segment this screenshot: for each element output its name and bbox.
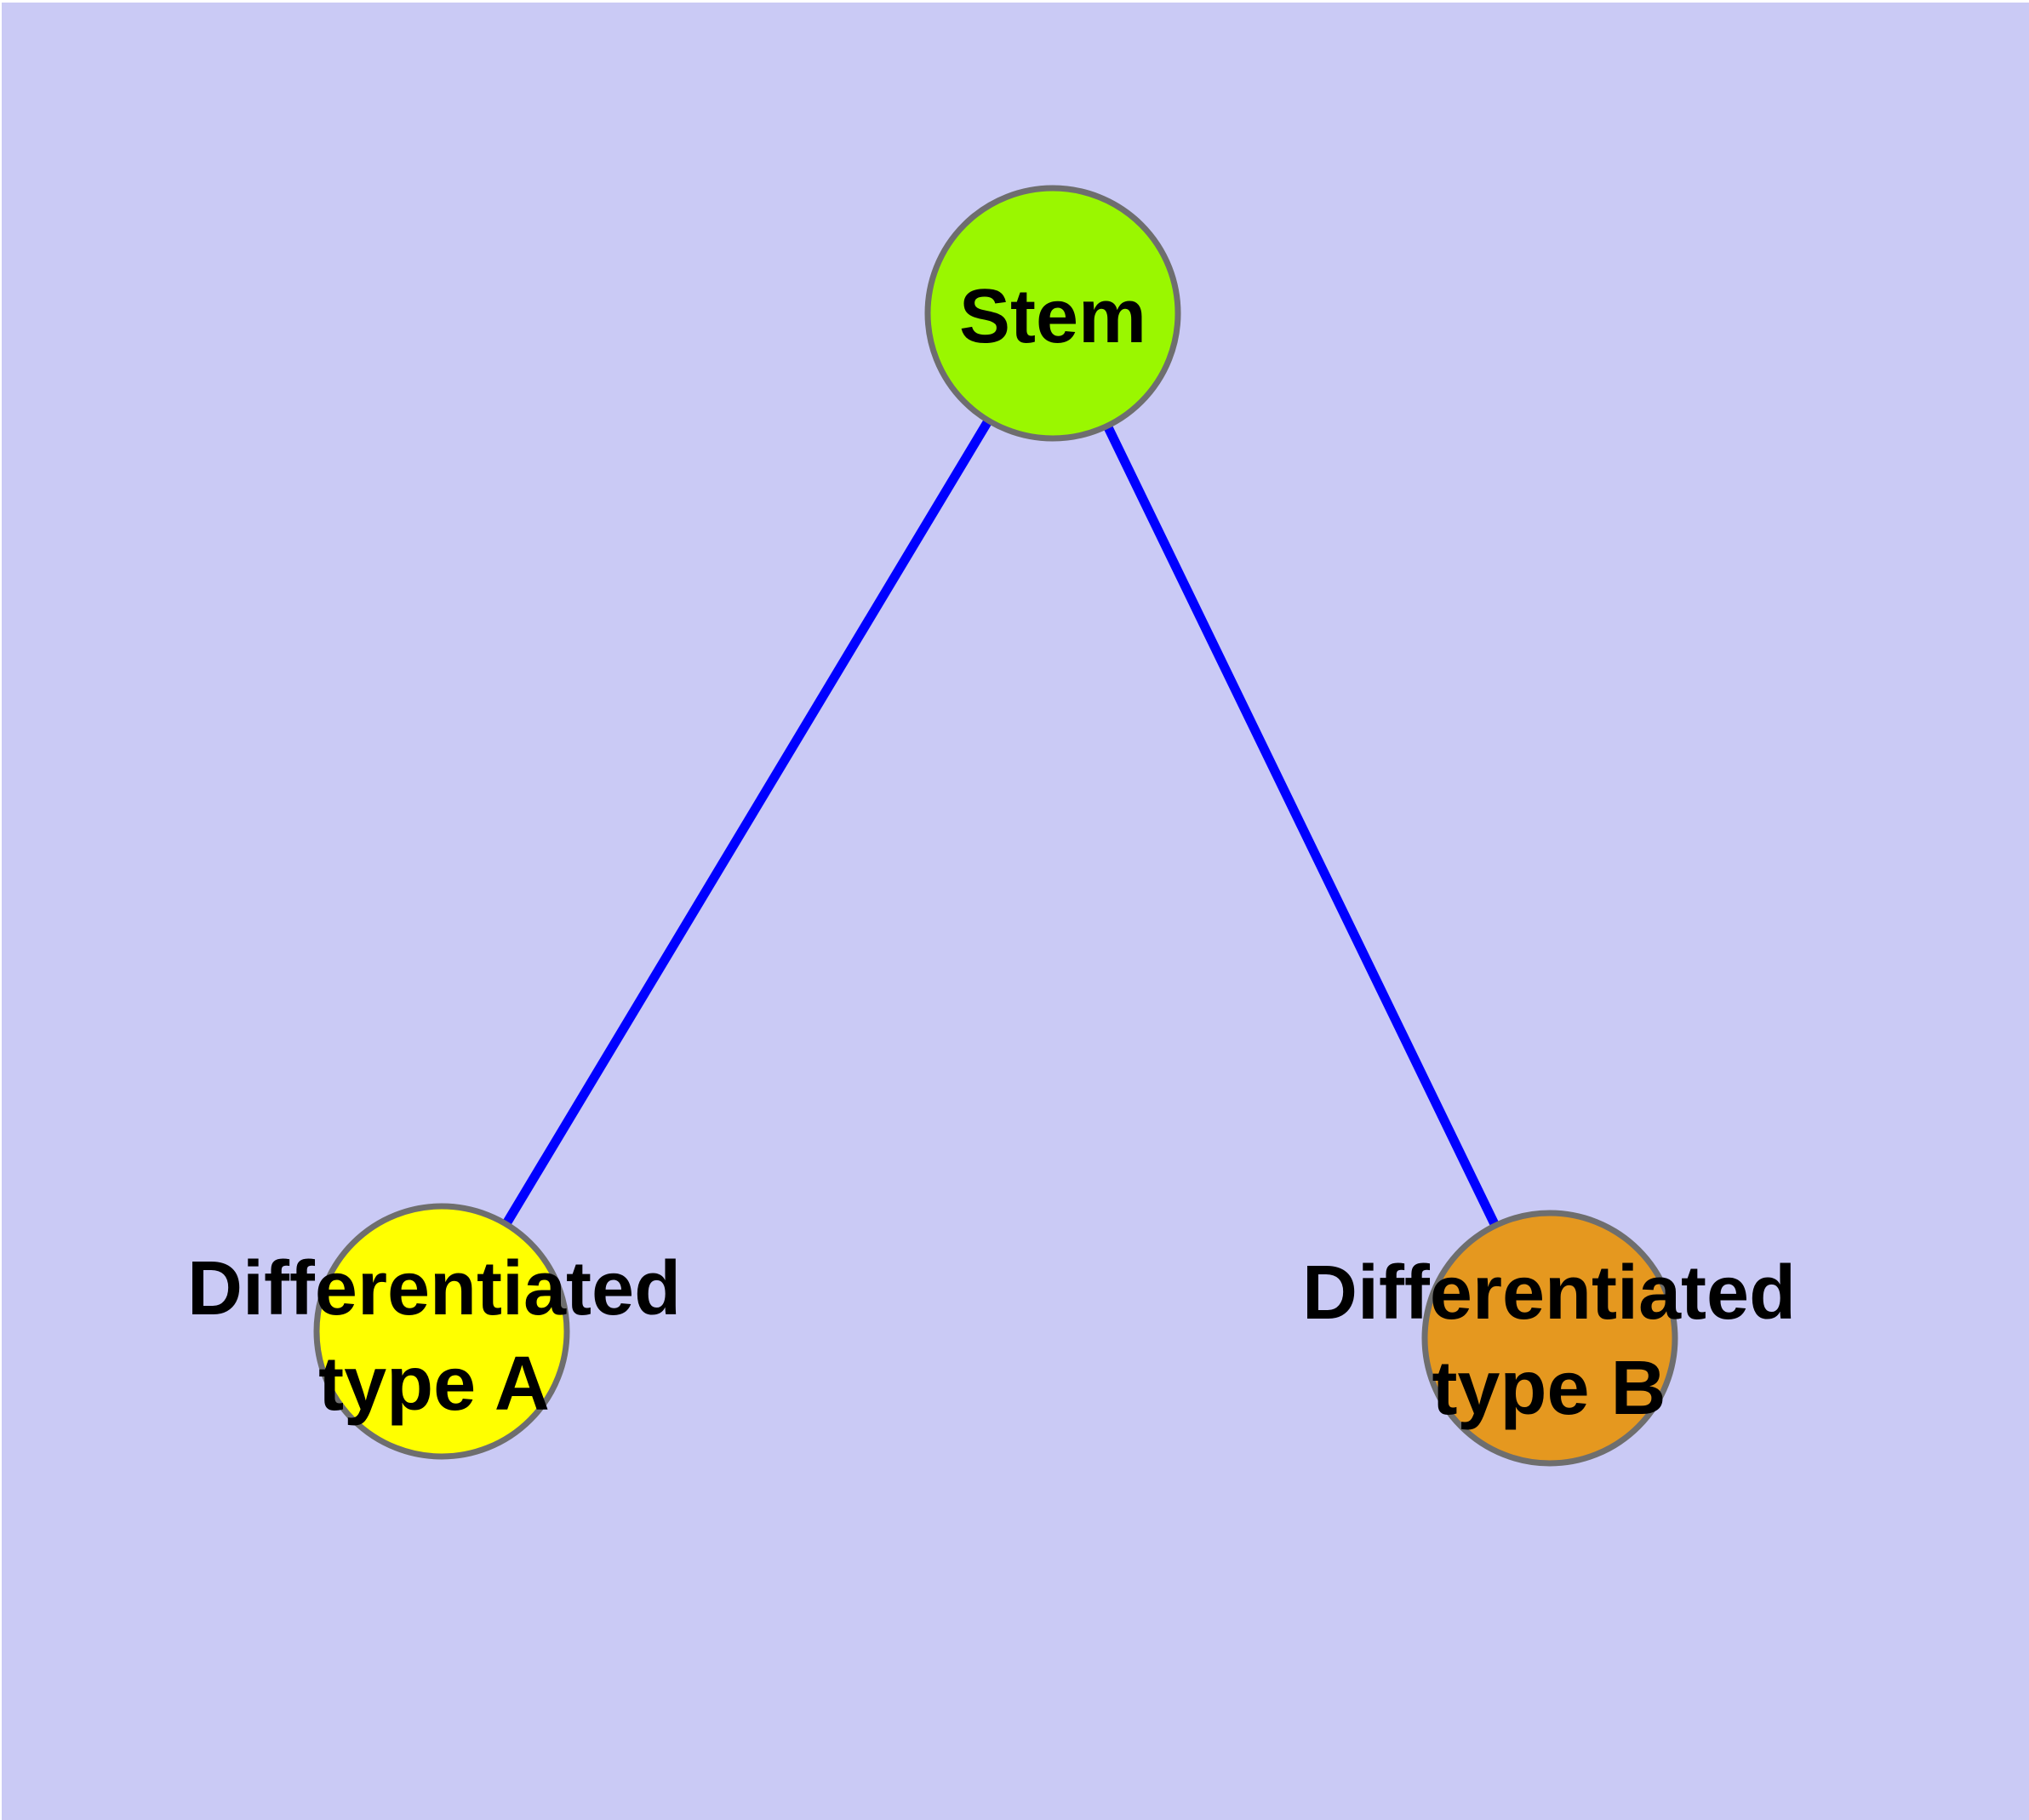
node-type-a-circle <box>313 1203 570 1460</box>
edge-stem-to-type-a <box>437 311 1057 1334</box>
node-stem-circle <box>924 185 1181 442</box>
node-type-b-circle <box>1421 1210 1678 1467</box>
edge-stem-to-type-b <box>1049 311 1554 1341</box>
